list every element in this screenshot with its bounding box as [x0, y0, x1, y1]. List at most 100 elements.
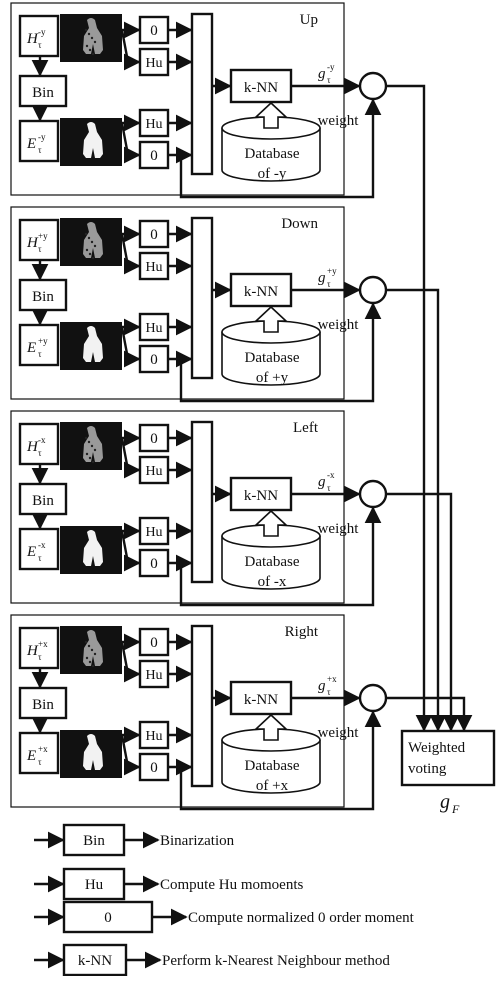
legend-box-label: Bin [83, 833, 105, 849]
zero-label-top: 0 [150, 635, 158, 651]
g-output-down: g+yτ [318, 266, 337, 289]
knn-label: k-NN [244, 692, 278, 708]
feature-vector-bar [192, 14, 212, 174]
hu-label-bottom: Hu [145, 729, 162, 744]
weight-multiplier-circle [360, 277, 386, 303]
h-image-right-speck [89, 661, 91, 663]
h-image-right-speck [94, 653, 96, 655]
h-image-left-speck [89, 457, 91, 459]
g-letter: g [318, 66, 326, 82]
bin-label: Bin [32, 85, 54, 101]
h-left-superscript: -x [38, 435, 46, 445]
h-image-right-speck [88, 645, 90, 647]
weight-multiplier-circle [360, 685, 386, 711]
h-up-superscript: -y [38, 27, 46, 37]
h-image-left [60, 422, 122, 470]
e-right-subscript: τ [38, 757, 42, 767]
hu-label-bottom: Hu [145, 321, 162, 336]
g-superscript: +x [327, 674, 337, 684]
hu-label-bottom: Hu [145, 117, 162, 132]
legend-item-1: Hu Compute Hu momoents [34, 869, 303, 899]
multiplier-to-voting-arrow-down [386, 290, 438, 730]
e-down-subscript: τ [38, 349, 42, 359]
e-to-zero-arrow [122, 123, 139, 155]
h-left-subscript: τ [38, 448, 42, 458]
database-label-line2: of -x [258, 574, 287, 590]
panel-right: RightH+xτE+xτBin0HuHu0k-NNDatabaseof +xg… [11, 615, 464, 809]
e-image-left [60, 526, 122, 574]
zero-label-bottom: 0 [150, 556, 158, 572]
legend-description: Compute Hu momoents [160, 877, 303, 893]
h-image-down-speck [88, 237, 90, 239]
bin-label: Bin [32, 289, 54, 305]
panel-up-title: Up [300, 12, 318, 28]
g-superscript: -y [327, 62, 335, 72]
h-to-hu-arrow [122, 30, 139, 62]
legend-description: Perform k-Nearest Neighbour method [162, 953, 390, 969]
g-superscript: -x [327, 470, 335, 480]
legend-box-label: 0 [104, 910, 112, 926]
e-image-right [60, 730, 122, 778]
panel-down-title: Down [281, 216, 318, 232]
h-image-right [60, 626, 122, 674]
e-image-up [60, 118, 122, 166]
zero-label-top: 0 [150, 431, 158, 447]
g-letter: g [318, 474, 326, 490]
hu-label-top: Hu [145, 668, 162, 683]
weight-label: weight [318, 725, 360, 741]
e-image-down [60, 322, 122, 370]
g-output-up: g-y τ [318, 62, 335, 85]
h-image-left-speck [94, 449, 96, 451]
legend-box-label: Hu [85, 877, 104, 893]
h-image-right-speck [92, 665, 94, 667]
database-label-line1: Database [245, 146, 300, 162]
zero-label-bottom: 0 [150, 352, 158, 368]
h-image-right-speck [85, 641, 87, 643]
h-to-hu-arrow [122, 234, 139, 266]
legend-description: Compute normalized 0 order moment [188, 910, 415, 926]
h-image-left-speck [86, 453, 88, 455]
h-up-subscript: τ [38, 40, 42, 50]
database-label-line1: Database [245, 350, 300, 366]
g-subscript: τ [327, 75, 331, 85]
h-image-down-speck [85, 233, 87, 235]
knn-label: k-NN [244, 488, 278, 504]
g-output-right: g+xτ [318, 674, 337, 697]
weight-label: weight [318, 521, 360, 537]
h-right-superscript: +x [38, 639, 48, 649]
zero-label-bottom: 0 [150, 760, 158, 776]
database-label-line1: Database [245, 554, 300, 570]
feature-vector-bar [192, 626, 212, 786]
e-right-superscript: +x [38, 744, 48, 754]
gf-subscript: F [451, 802, 460, 816]
e-to-zero-arrow [122, 327, 139, 359]
knn-label: k-NN [244, 80, 278, 96]
h-image-up-speck [85, 29, 87, 31]
h-image-down-speck [89, 253, 91, 255]
database-label-line2: of +y [256, 370, 289, 386]
weighted-voting-label-line2: voting [408, 761, 447, 777]
e-to-zero-arrow [122, 531, 139, 563]
h-image-down-speck [86, 249, 88, 251]
e-up-superscript: -y [38, 132, 46, 142]
zero-label-top: 0 [150, 23, 158, 39]
h-image-right-speck [91, 649, 93, 651]
e-down-superscript: +y [38, 336, 48, 346]
g-letter: g [318, 678, 326, 694]
bin-label: Bin [32, 493, 54, 509]
multiplier-to-voting-arrow-up [386, 86, 424, 730]
g-subscript: τ [327, 279, 331, 289]
h-to-hu-arrow [122, 438, 139, 470]
h-to-hu-arrow [122, 642, 139, 674]
weight-multiplier-circle [360, 73, 386, 99]
e-left-subscript: τ [38, 553, 42, 563]
e-to-zero-arrow [122, 735, 139, 767]
e-up-letter: E [26, 136, 36, 152]
e-up-subscript: τ [38, 145, 42, 155]
gf-letter: g [440, 791, 450, 813]
hu-label-bottom: Hu [145, 525, 162, 540]
h-image-up-speck [91, 37, 93, 39]
g-letter: g [318, 270, 326, 286]
